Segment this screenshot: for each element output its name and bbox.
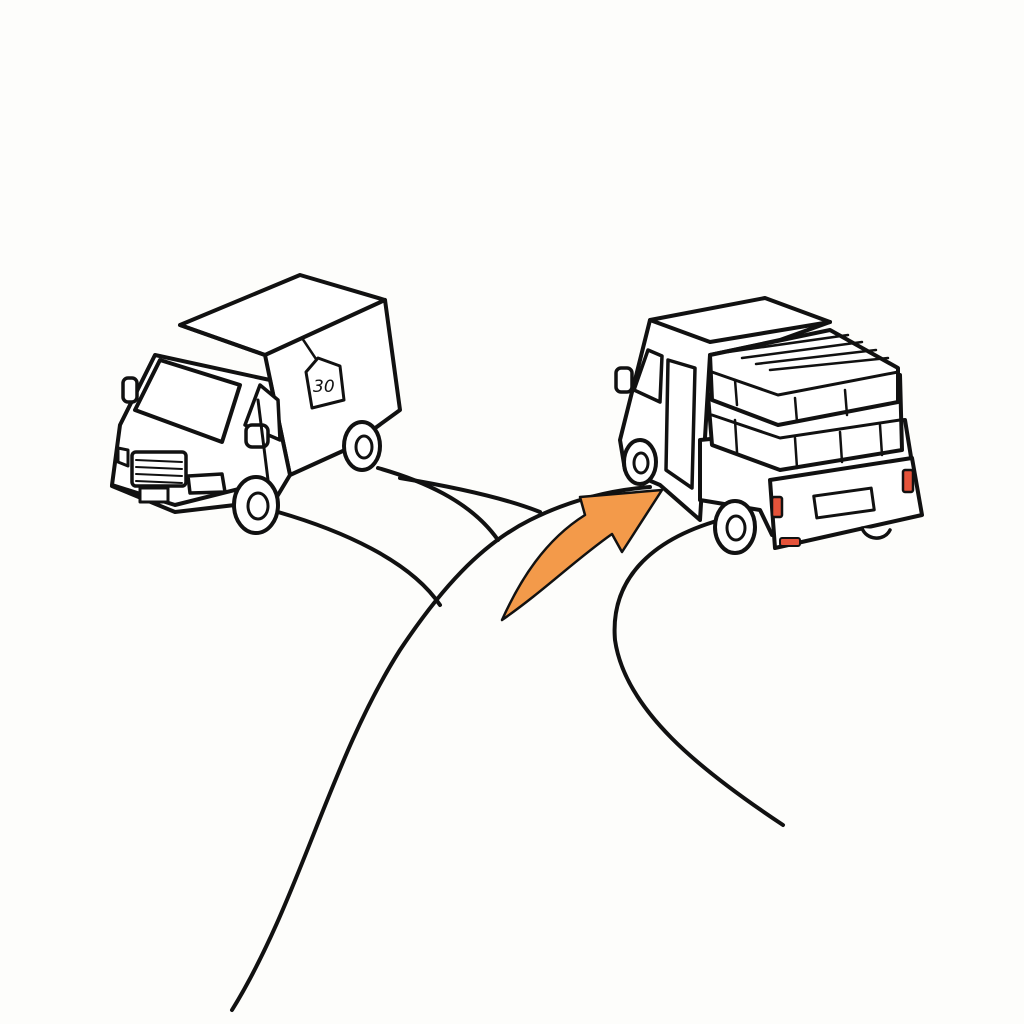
- pickup-truck-icon: [614, 296, 924, 555]
- road-right-edge: [612, 518, 785, 827]
- price-tag-text: 30: [313, 377, 335, 397]
- truck-cab-roof: [648, 318, 832, 344]
- stacked-crates: [706, 328, 904, 472]
- price-tag-label: [304, 356, 346, 410]
- van-windshield: [133, 358, 242, 444]
- truck-front-window: [632, 348, 664, 404]
- truck-rear-wheel: [713, 499, 757, 555]
- truck-rear-plate: [812, 486, 876, 520]
- van-left-mirror: [121, 376, 139, 404]
- truck-reflector: [779, 537, 801, 547]
- truck-front-wheel: [622, 438, 658, 486]
- van-front-wheel: [232, 475, 280, 535]
- van-headlight-left: [116, 446, 130, 468]
- truck-taillight-left: [770, 495, 784, 519]
- van-headlight-right: [186, 472, 227, 495]
- truck-side-window: [664, 358, 697, 490]
- road-left-edge: [276, 510, 442, 607]
- price-tag: 30: [300, 336, 346, 410]
- road-middle-right-lane: [398, 476, 542, 514]
- road-center-curve: [230, 485, 652, 1012]
- van-cargo-roof-edge: [178, 298, 387, 357]
- road: [230, 466, 785, 1012]
- turn-arrow-icon: [500, 488, 664, 622]
- truck-taillight-right: [901, 468, 915, 494]
- van-bumper: [110, 484, 237, 514]
- van-rear-wheel: [342, 420, 382, 472]
- road-middle-left-lane: [376, 466, 500, 542]
- box-van-icon: 30: [110, 273, 402, 535]
- van-license-plate: [138, 486, 170, 504]
- van-door-line: [256, 398, 270, 482]
- truck-mirror: [614, 366, 634, 394]
- truck-far-rear-wheel: [860, 526, 892, 540]
